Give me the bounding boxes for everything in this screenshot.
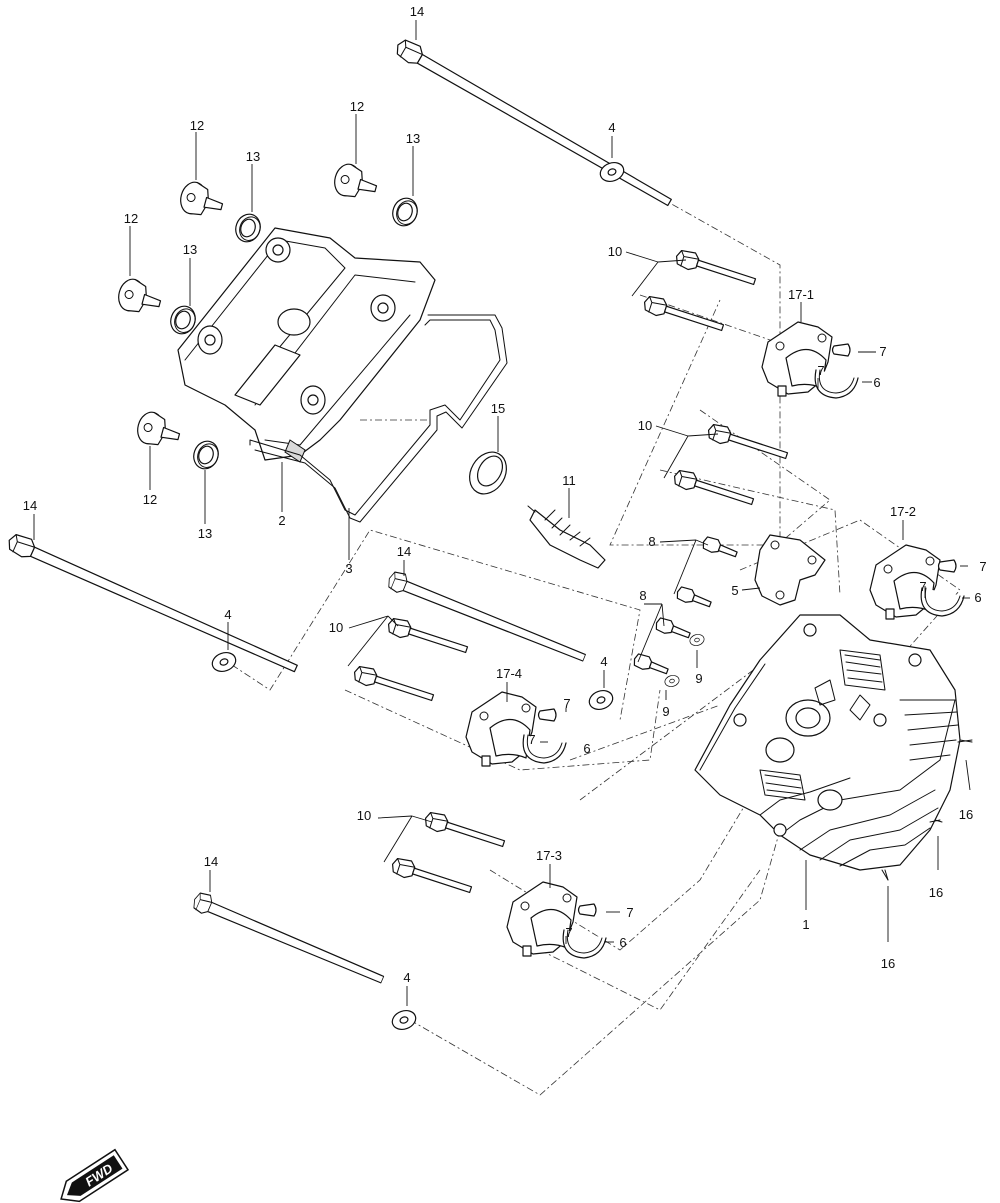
callout-12-c: 12 <box>124 211 138 226</box>
callout-11: 11 <box>562 473 576 488</box>
callout-14-mid: 14 <box>397 544 411 559</box>
callout-4-top: 4 <box>608 120 615 135</box>
callout-13-a: 13 <box>246 149 260 164</box>
callout-6-b: 6 <box>974 590 981 605</box>
callout-9-b: 9 <box>662 704 669 719</box>
callout-7-c1: 7 <box>563 696 570 711</box>
cap-bolt-12-d <box>133 408 184 452</box>
bolts-10-b <box>671 421 790 511</box>
callout-13-c: 13 <box>183 242 197 257</box>
leader-lines <box>33 20 971 1006</box>
washer-4-left <box>209 648 239 676</box>
callout-10-d: 10 <box>357 808 371 823</box>
callout-17-2: 17-2 <box>890 504 916 519</box>
bracket <box>754 534 826 606</box>
callout-15: 15 <box>491 401 505 416</box>
callout-5: 5 <box>731 583 738 598</box>
dowel-7-b1 <box>937 559 957 573</box>
callout-12-a: 12 <box>190 118 204 133</box>
long-bolt-left <box>4 530 301 678</box>
callout-7-a2: 7 <box>817 363 824 378</box>
callout-2: 2 <box>278 513 285 528</box>
dowel-7-a1 <box>831 343 851 357</box>
callout-17-3: 17-3 <box>536 848 562 863</box>
washer-4-bot <box>389 1006 419 1034</box>
callout-6-c: 6 <box>583 741 590 756</box>
cylinder-head <box>694 614 973 881</box>
callout-7-d1: 7 <box>626 905 633 920</box>
callout-17-4: 17-4 <box>496 666 522 681</box>
cap-bolt-12-b <box>330 160 381 204</box>
callout-4-left: 4 <box>224 607 231 622</box>
callout-8-b: 8 <box>639 588 646 603</box>
callout-8-a: 8 <box>648 534 655 549</box>
bolts-8 <box>631 534 740 679</box>
bolts-10-a <box>641 247 758 337</box>
seal-13-d <box>189 437 223 473</box>
callout-10-b: 10 <box>638 418 652 433</box>
callout-4-mid: 4 <box>600 654 607 669</box>
callout-labels: 14 4 12 13 12 13 12 13 12 13 2 3 15 11 1… <box>23 4 987 985</box>
cap-bolt-12-c <box>114 275 165 319</box>
callout-12-b: 12 <box>350 99 364 114</box>
callout-14-bot: 14 <box>204 854 218 869</box>
washer-4-mid <box>586 686 616 714</box>
long-bolt-bottom <box>190 889 387 989</box>
dowel-7-d1 <box>577 903 597 917</box>
cam-cap-17-4 <box>465 691 537 767</box>
callout-10-c: 10 <box>329 620 343 635</box>
callout-10-a: 10 <box>608 244 622 259</box>
callout-9-a: 9 <box>695 671 702 686</box>
callout-14-top: 14 <box>410 4 424 19</box>
callout-12-d: 12 <box>143 492 157 507</box>
callout-17-1: 17-1 <box>788 287 814 302</box>
bolts-10-c <box>351 615 470 707</box>
cap-bolt-12-a <box>176 178 227 222</box>
long-bolt-top <box>392 35 676 212</box>
valve-cover <box>177 227 436 463</box>
callout-13-b: 13 <box>406 131 420 146</box>
callout-14-left: 14 <box>23 498 37 513</box>
long-bolt-mid <box>384 568 589 668</box>
valve-cover-gasket <box>249 314 508 523</box>
studs <box>881 739 973 881</box>
callout-6-d: 6 <box>619 935 626 950</box>
seal-13-b <box>388 194 422 230</box>
callout-3: 3 <box>345 561 352 576</box>
callout-7-b1: 7 <box>979 559 986 574</box>
callout-4-bot: 4 <box>403 970 410 985</box>
callout-1: 1 <box>802 917 809 932</box>
o-ring <box>469 451 507 495</box>
callout-16-b: 16 <box>929 885 943 900</box>
callout-13-d: 13 <box>198 526 212 541</box>
callout-16-c: 16 <box>881 956 895 971</box>
callout-7-c2: 7 <box>528 732 535 747</box>
dowel-7-c1 <box>537 708 557 722</box>
spark-plug <box>527 505 606 569</box>
callout-6-a: 6 <box>873 375 880 390</box>
callout-7-b2: 7 <box>919 579 926 594</box>
callout-16-a: 16 <box>959 807 973 822</box>
callout-7-a1: 7 <box>879 344 886 359</box>
seal-13-a <box>231 210 265 246</box>
fwd-arrow-icon: FWD <box>60 1148 130 1203</box>
callout-7-d2: 7 <box>565 925 572 940</box>
